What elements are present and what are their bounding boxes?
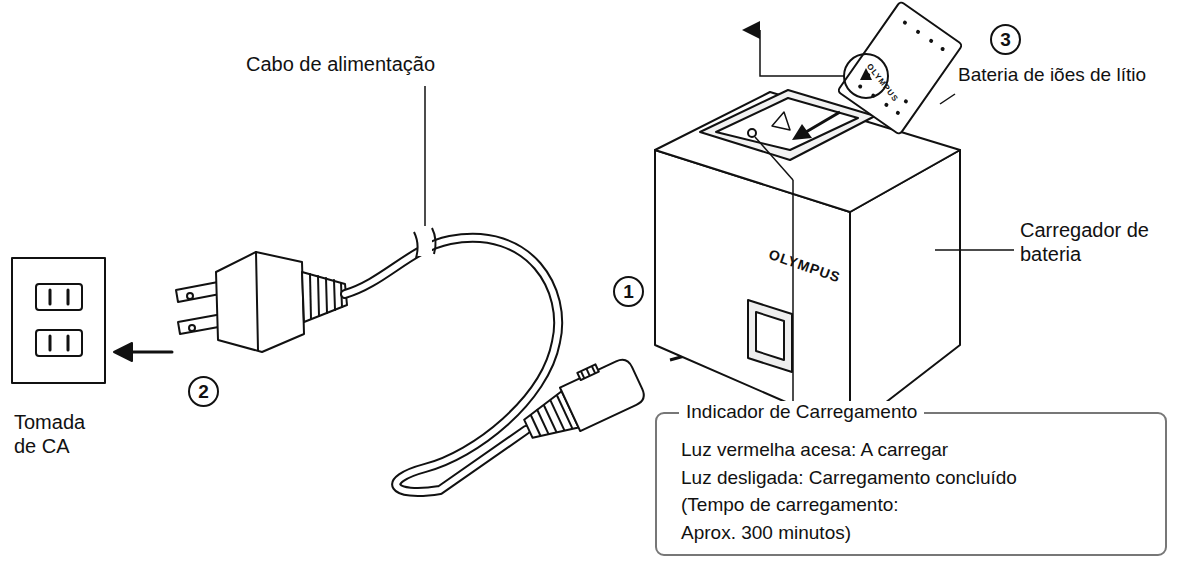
callout-number: 1: [613, 276, 644, 307]
box-text: Aprox. 300 minutos): [681, 519, 1149, 547]
part-label: Bateria de iões de lítio: [958, 64, 1190, 87]
box-text: Luz desligada: Carregamento concluído: [681, 464, 1149, 492]
part-label: Tomada de CA: [14, 410, 96, 458]
box-text: (Tempo de carregamento:: [681, 491, 1149, 519]
part-label: Cabo de alimentação: [246, 52, 486, 76]
box-heading: Indicador de Carregamento: [679, 401, 924, 424]
callout-number: 2: [188, 376, 219, 407]
callout-number: 3: [990, 24, 1021, 55]
part-label: Carregador de bateria: [1020, 218, 1180, 266]
box-text: Luz vermelha acesa: A carregar: [681, 436, 1149, 464]
indicator-box: Indicador de CarregamentoLuz vermelha ac…: [655, 412, 1167, 556]
